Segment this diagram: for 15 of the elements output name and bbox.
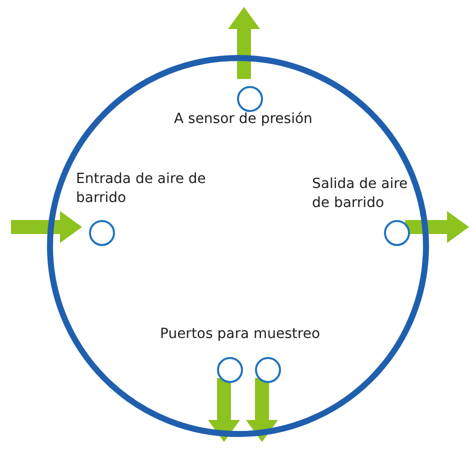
port-label: A sensor de presión (174, 110, 314, 129)
port-circle (255, 357, 281, 383)
port-circle (237, 86, 263, 112)
flow-arrow (208, 378, 240, 442)
group-label: Puertos para muestreo (160, 325, 320, 344)
port-label: Salida de aire de barrido (312, 175, 409, 213)
chamber-circle (47, 55, 429, 437)
flow-arrow (246, 378, 278, 442)
port-label: Entrada de aire de barrido (76, 170, 206, 208)
port-circle (384, 220, 410, 246)
flow-arrow (228, 7, 260, 79)
port-circle (217, 357, 243, 383)
port-circle (89, 220, 115, 246)
flow-arrow (11, 211, 82, 243)
flow-arrow (405, 211, 469, 243)
